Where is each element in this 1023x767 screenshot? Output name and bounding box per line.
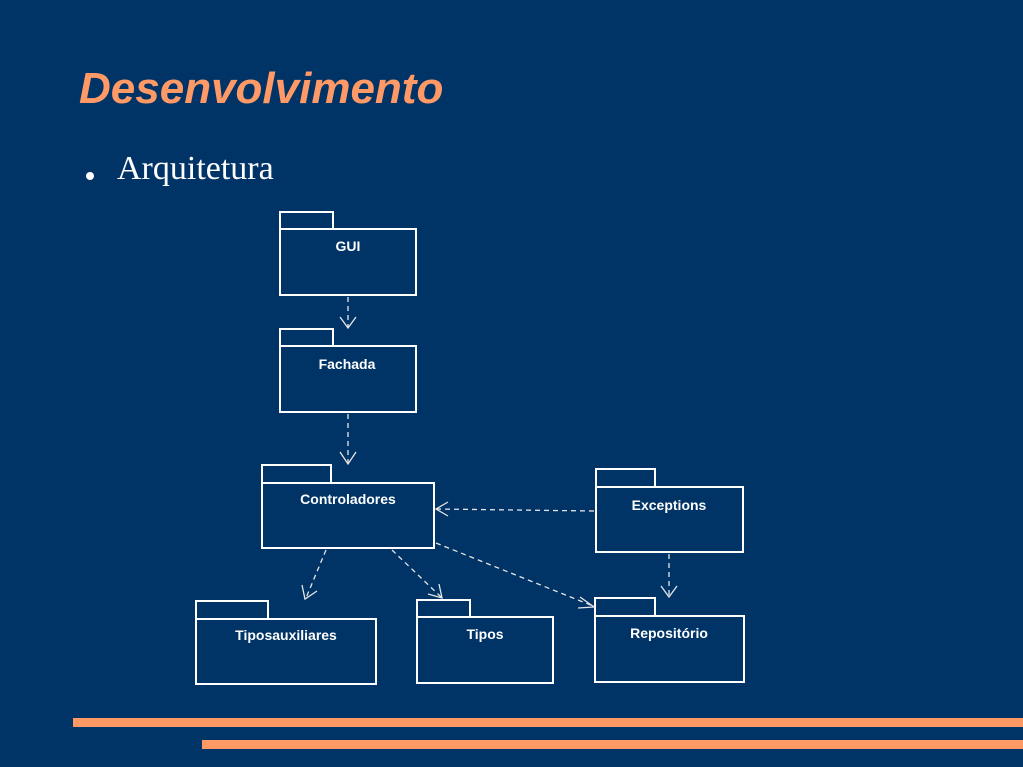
- package-label-controladores: Controladores: [300, 491, 396, 507]
- arrowhead: [577, 596, 596, 609]
- package-label-repositorio: Repositório: [630, 625, 708, 641]
- package-tab: [594, 597, 656, 617]
- package-label-tiposauxiliares: Tiposauxiliares: [235, 627, 337, 643]
- arrowhead: [339, 451, 357, 466]
- package-label-tipos: Tipos: [466, 626, 503, 642]
- package-body: [595, 486, 744, 553]
- arrowhead: [301, 584, 318, 601]
- package-tab: [279, 328, 334, 347]
- package-body: [279, 228, 417, 296]
- dependency-gui-fachada: [339, 297, 357, 330]
- package-label-gui: GUI: [336, 238, 361, 254]
- package-tiposauxiliares: Tiposauxiliares: [195, 600, 377, 685]
- footer-bar-upper: [73, 718, 1023, 727]
- footer-bar-lower: [202, 740, 1023, 749]
- dependency-exceptions-controladores: [434, 501, 595, 517]
- package-tab: [595, 468, 656, 488]
- arrowhead: [427, 583, 443, 599]
- package-body: [261, 482, 435, 549]
- dependency-exceptions-repositorio: [660, 554, 678, 599]
- dependency-line: [436, 508, 595, 512]
- arrowhead: [660, 585, 678, 599]
- package-label-fachada: Fachada: [319, 356, 376, 372]
- dependency-controladores-tiposauxiliares: [301, 549, 327, 601]
- arrowhead: [339, 316, 357, 330]
- slide-title: Desenvolvimento: [79, 64, 444, 113]
- package-tab: [261, 464, 332, 484]
- package-fachada: Fachada: [279, 328, 417, 413]
- package-body: [195, 618, 377, 685]
- package-tab: [279, 211, 334, 230]
- package-body: [594, 615, 745, 683]
- package-gui: GUI: [279, 211, 417, 296]
- package-body: [416, 616, 554, 684]
- dependency-line: [391, 549, 442, 598]
- package-tab: [416, 599, 471, 618]
- package-controladores: Controladores: [261, 464, 435, 549]
- arrowhead: [434, 501, 449, 517]
- bullet-text: Arquitetura: [117, 150, 274, 187]
- dependency-fachada-controladores: [339, 414, 357, 466]
- dependency-controladores-tipos: [391, 549, 443, 599]
- package-tab: [195, 600, 269, 620]
- dependency-line: [305, 549, 327, 599]
- dependency-line: [435, 542, 594, 607]
- package-exceptions: Exceptions: [595, 468, 744, 553]
- package-repositorio: Repositório: [594, 597, 745, 683]
- dependency-controladores-repositorio: [435, 542, 596, 609]
- package-tipos: Tipos: [416, 599, 554, 684]
- package-body: [279, 345, 417, 413]
- package-label-exceptions: Exceptions: [632, 497, 707, 513]
- bullet-dot: [86, 172, 94, 180]
